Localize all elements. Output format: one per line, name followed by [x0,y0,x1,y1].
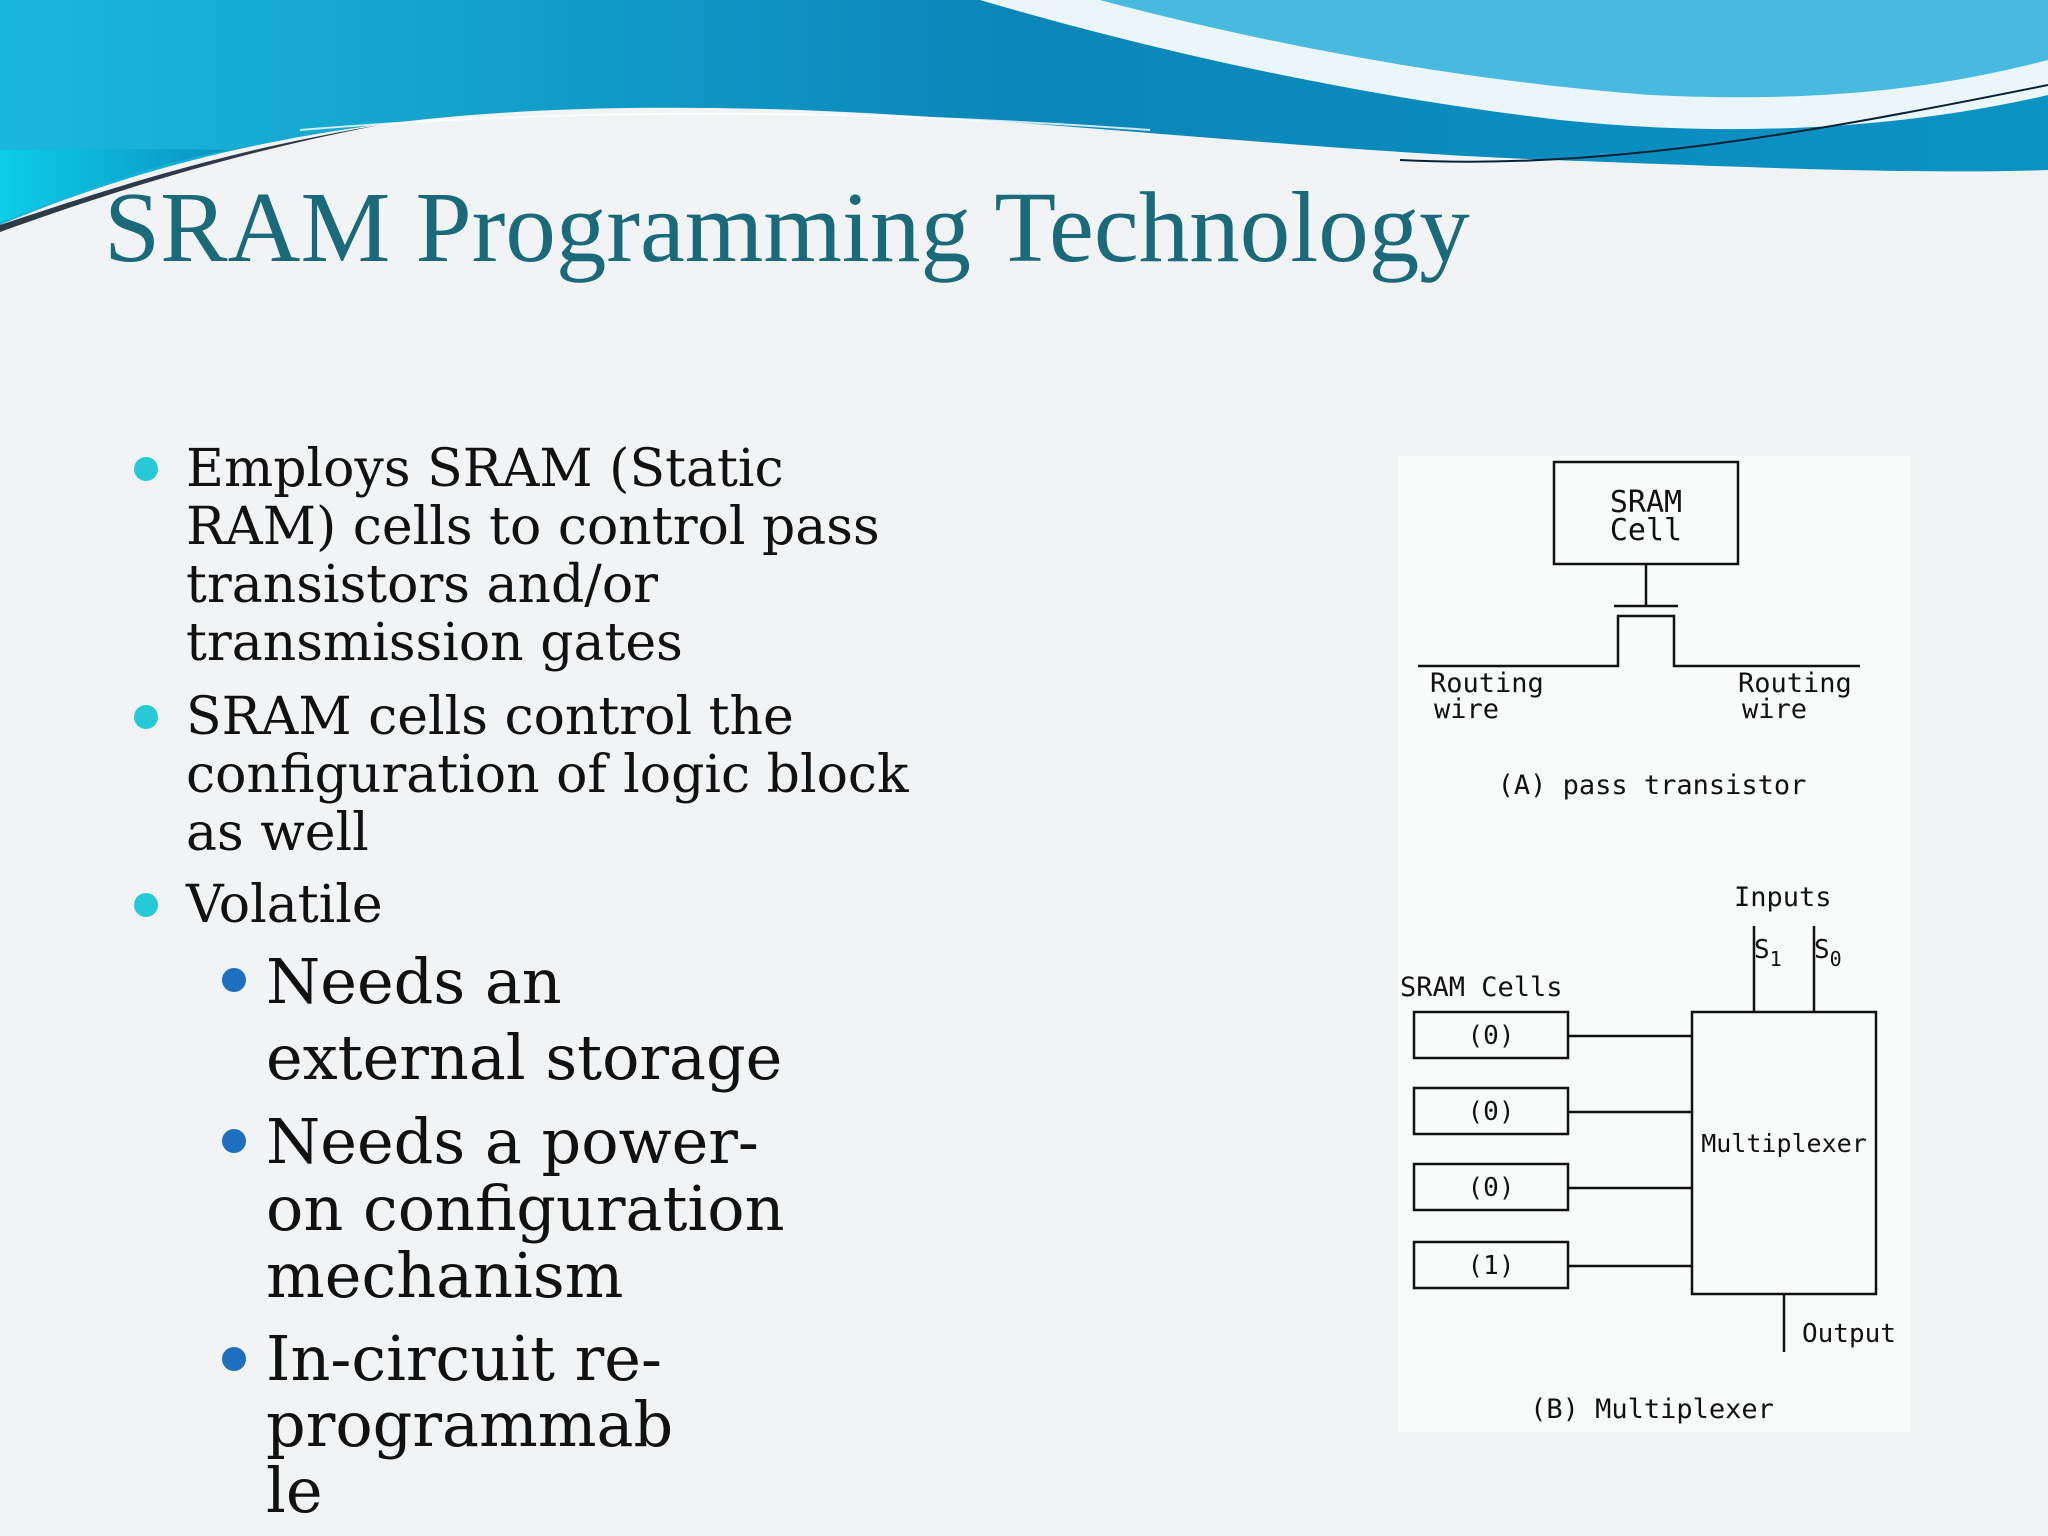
sram-cell-label-line1: SRAM [1610,485,1682,520]
output-label: Output [1802,1319,1896,1349]
multiplexer-caption: (B) Multiplexer [1530,1394,1774,1425]
bullet-employs-sram: Employs SRAM (Static RAM) cells to contr… [186,439,880,673]
pass-transistor-caption: (A) pass transistor [1498,770,1807,801]
left-routing-wire-label-line1: Routing [1430,668,1544,699]
figure-background [1398,456,1910,1432]
sram-cell-4-value: (1) [1468,1251,1515,1281]
select-s1-label: S1 [1754,935,1782,971]
bullet-dot-3 [134,893,158,917]
right-routing-wire-label-line1: Routing [1738,668,1852,699]
header-wave-decoration [0,0,2048,232]
sub-bullet-power-on-config: Needs a power-on configuration mechanism [266,1105,785,1312]
select-s0-label: S0 [1814,935,1842,971]
sram-cells-label: SRAM Cells [1400,972,1563,1003]
multiplexer-label: Multiplexer [1701,1129,1867,1158]
bullet-sram-control-config: SRAM cells control the configuration of … [186,687,909,863]
sub-bullet-in-circuit-reprogrammable: In-circuit re-programmable [266,1322,674,1527]
bullet-volatile: Volatile [186,875,383,935]
bullet-dot-1 [134,457,158,481]
sram-cell-label-line2: Cell [1610,513,1682,548]
right-routing-wire-label-line2: wire [1742,694,1807,725]
sub-bullet-external-storage: Needs an external storage [266,945,783,1094]
bullet-dot-2 [134,705,158,729]
sram-cell-2-value: (0) [1468,1097,1515,1127]
left-routing-wire-label-line2: wire [1434,694,1499,725]
slide-title: SRAM Programming Technology [104,171,1470,283]
inputs-label: Inputs [1734,882,1832,913]
sram-circuit-figure: SRAM Cell Routing wire Routing wire (A) … [1398,456,1910,1432]
sub-bullet-dot-1 [222,968,246,992]
pass-transistor-channel [1418,614,1860,668]
sub-bullet-dot-2 [222,1129,246,1153]
sram-cell-1-value: (0) [1468,1021,1515,1051]
sram-cell-3-value: (0) [1468,1173,1515,1203]
sub-bullet-dot-3 [222,1347,246,1371]
